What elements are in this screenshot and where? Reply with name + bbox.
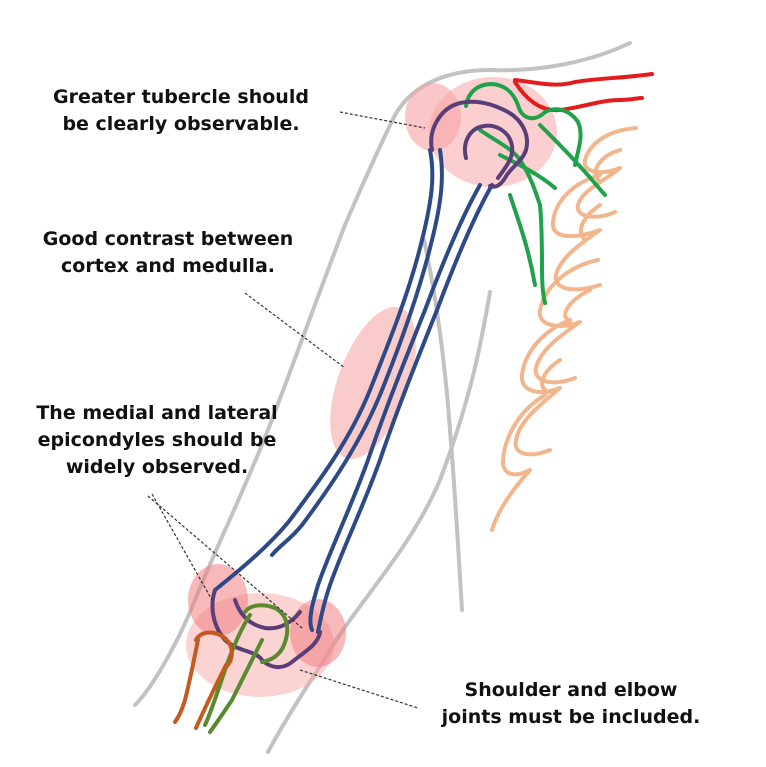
- humerus-cortex-medial-outer: [213, 148, 435, 592]
- ulna-olecranon: [243, 603, 290, 664]
- humeral-head: [429, 99, 529, 189]
- radius-shaft-inner: [194, 663, 228, 730]
- clavicle-lower: [513, 80, 644, 113]
- humerus-cortex-lateral-outer: [316, 183, 494, 634]
- humeral-head-outline: [429, 99, 529, 189]
- leader-contrast: [244, 292, 346, 369]
- highlight-medial-epicondyle: [188, 564, 248, 636]
- clavicle-upper: [513, 72, 654, 87]
- leader-tubercle: [339, 111, 426, 129]
- ulna-shaft-inner: [208, 638, 264, 734]
- highlight-humeral-head: [429, 77, 557, 187]
- annotation-cortex-contrast: Good contrast between cortex and medulla…: [18, 226, 318, 280]
- annotation-line: Shoulder and elbow: [464, 679, 678, 701]
- annotation-line: cortex and medulla.: [61, 255, 275, 277]
- annotation-epicondyles: The medial and lateral epicondyles shoul…: [16, 400, 298, 481]
- humerus-shaft: [213, 148, 494, 634]
- rib: [575, 126, 638, 219]
- rib: [533, 258, 600, 385]
- rib: [593, 148, 622, 182]
- rib: [550, 173, 602, 292]
- annotation-line: be clearly observable.: [62, 113, 300, 135]
- humeral-head-inner: [463, 123, 515, 180]
- scapula-blade: [498, 123, 607, 197]
- scapula-acromion: [464, 82, 583, 167]
- annotation-greater-tubercle: Greater tubercle should be clearly obser…: [30, 84, 332, 138]
- leader-joints: [299, 669, 419, 709]
- rib: [563, 288, 592, 324]
- annotation-joints-included: Shoulder and elbow joints must be includ…: [420, 677, 722, 731]
- leader-epicondyle-lateral: [147, 495, 303, 629]
- ribs: [490, 126, 638, 532]
- radius-shaft-outer: [173, 638, 200, 724]
- annotation-line: Good contrast between: [42, 228, 294, 250]
- annotation-line: The medial and lateral: [36, 402, 278, 424]
- scapula-coracoid: [508, 193, 537, 287]
- annotation-line: widely observed.: [65, 456, 249, 478]
- rib: [490, 393, 547, 532]
- rib: [579, 203, 602, 242]
- radius-head: [194, 630, 234, 667]
- annotation-line: epicondyles should be: [37, 429, 277, 451]
- leader-lines: [147, 111, 426, 709]
- annotation-line: joints must be included.: [441, 706, 701, 728]
- clavicle: [513, 72, 654, 113]
- rib: [540, 358, 562, 394]
- rib: [513, 318, 572, 457]
- arm-outline-lower: [266, 290, 492, 754]
- leader-epicondyle-medial: [151, 493, 213, 601]
- annotation-line: Greater tubercle should: [53, 86, 309, 108]
- humerus-cortex-lateral-inner: [308, 183, 482, 632]
- humerus-cortex-medial-inner: [270, 148, 444, 557]
- radius: [173, 630, 234, 730]
